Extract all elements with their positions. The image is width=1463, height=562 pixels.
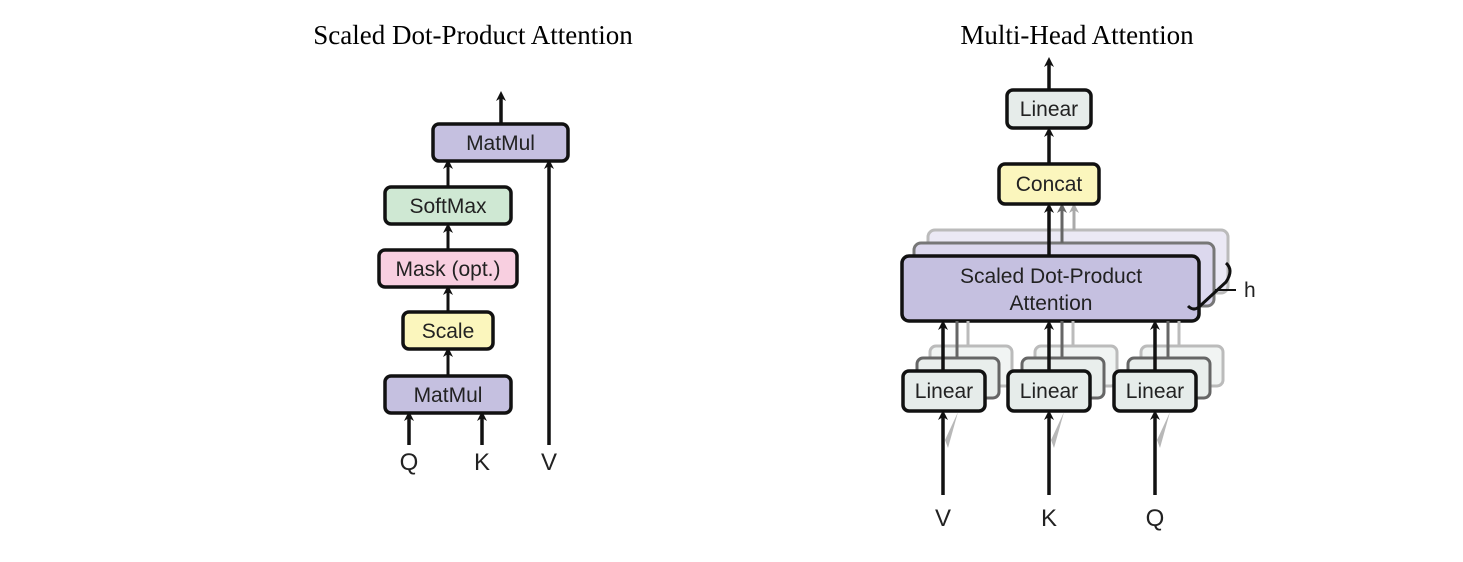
matmul-bottom-label: MatMul	[414, 384, 483, 407]
attention-label-line2: Attention	[1010, 292, 1093, 315]
linear-k-stack: Linear	[1006, 320, 1119, 495]
softmax-label: SoftMax	[409, 195, 487, 218]
matmul-top-label: MatMul	[466, 132, 535, 155]
softmax-block: SoftMax	[383, 185, 513, 226]
matmul-bottom-block: MatMul	[383, 374, 513, 415]
k-input-label: K	[474, 449, 490, 476]
heads-brace-icon	[1186, 261, 1232, 311]
heads-label: h	[1244, 279, 1256, 302]
linear-v-label: Linear	[915, 380, 973, 403]
mask-label: Mask (opt.)	[395, 258, 500, 281]
linear-k-label: Linear	[1020, 380, 1078, 403]
linear-v-stack: Linear	[901, 320, 1014, 495]
attention-label-line1: Scaled Dot-Product	[960, 265, 1142, 288]
mha-v-input-label: V	[935, 505, 951, 532]
mask-block: Mask (opt.)	[377, 248, 519, 289]
scale-label: Scale	[422, 320, 475, 343]
scaled-dot-product-diagram: MatMul SoftMax Mask (opt.) Scale MatMul …	[377, 91, 570, 476]
scaled-dot-product-attention-block: Scaled Dot-Product Attention	[900, 254, 1201, 323]
multi-head-attention-diagram: Linear Concat Scaled Dot-Product Attenti…	[900, 57, 1256, 532]
matmul-top-block: MatMul	[431, 122, 570, 163]
multi-head-attention-title: Multi-Head Attention	[960, 20, 1194, 50]
linear-q-stack: Linear	[1112, 320, 1225, 495]
linear-q-label: Linear	[1126, 380, 1184, 403]
linear-out-block: Linear	[1005, 88, 1093, 130]
concat-label: Concat	[1016, 173, 1083, 196]
mha-q-input-label: Q	[1146, 505, 1165, 532]
mha-k-input-label: K	[1041, 505, 1057, 532]
linear-out-label: Linear	[1020, 98, 1078, 121]
scaled-dot-product-title: Scaled Dot-Product Attention	[313, 20, 633, 50]
v-input-label: V	[541, 449, 557, 476]
q-input-label: Q	[400, 449, 419, 476]
concat-block: Concat	[997, 162, 1101, 206]
scale-block: Scale	[401, 310, 495, 351]
